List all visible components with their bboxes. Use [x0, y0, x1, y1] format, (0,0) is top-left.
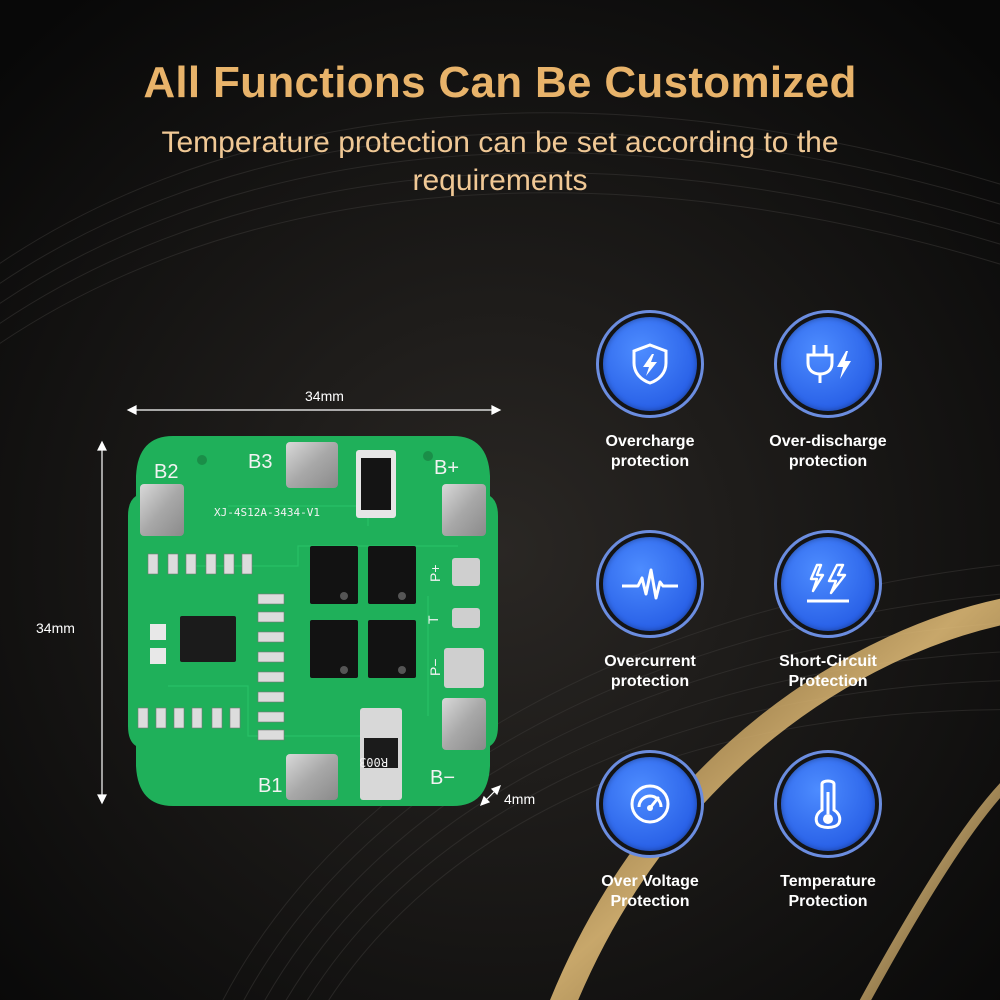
label-b-minus: B−: [430, 767, 455, 789]
thermometer-icon: [814, 779, 842, 829]
height-dimension: 34mm: [36, 620, 75, 636]
svg-text:P+: P+: [427, 564, 443, 582]
resistor-marking: R003: [359, 755, 388, 769]
gauge-icon: [630, 784, 670, 824]
pad-b2: [140, 484, 184, 536]
pad-b1: [286, 754, 338, 800]
pad-b3: [286, 442, 338, 488]
label-b1: B1: [258, 775, 282, 797]
silkscreen-model: XJ-4S12A-3434-V1: [214, 506, 320, 519]
label-b2: B2: [154, 461, 178, 483]
bms-circuit-board: B2 B3 B+ B1 B− XJ-4S12A-3434-V1 R003 P+ …: [128, 436, 498, 806]
page-subtitle: Temperature protection can be set accord…: [161, 126, 839, 197]
label-b-plus: B+: [434, 457, 459, 479]
shield-lightning-icon: [632, 343, 668, 385]
pad-b-plus: [442, 484, 486, 536]
pad-b-minus: [442, 698, 486, 750]
pulse-wave-icon: [622, 568, 678, 600]
short-circuit-icon: [807, 563, 849, 603]
svg-text:T: T: [425, 615, 441, 624]
page-title: All Functions Can Be Customized: [143, 58, 857, 107]
label-b3: B3: [248, 451, 272, 473]
width-dimension: 34mm: [305, 388, 344, 404]
plug-lightning-icon: [806, 345, 851, 383]
thickness-dimension: 4mm: [504, 791, 536, 807]
svg-text:P−: P−: [427, 658, 443, 676]
